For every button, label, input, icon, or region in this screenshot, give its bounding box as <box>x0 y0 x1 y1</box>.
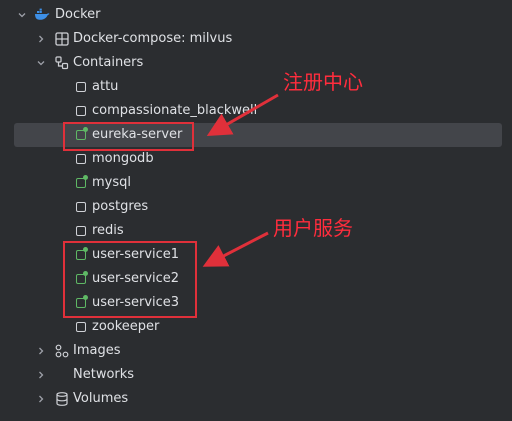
container-running-icon <box>76 130 86 140</box>
highlight-box-eureka <box>63 122 194 151</box>
containers-icon <box>54 55 70 71</box>
container-row[interactable]: redis <box>0 219 512 243</box>
container-name: attu <box>92 79 119 94</box>
tree-node-containers[interactable]: Containers <box>0 51 512 75</box>
running-status-dot <box>83 295 88 300</box>
tree-node-images[interactable]: Images <box>0 339 512 363</box>
container-row[interactable]: mongodb <box>0 147 512 171</box>
container-name: eureka-server <box>92 127 183 142</box>
tree-label-containers: Containers <box>73 55 144 70</box>
running-status-dot <box>83 247 88 252</box>
tree-label-compose: Docker-compose: milvus <box>73 31 233 46</box>
container-row[interactable]: zookeeper <box>0 315 512 339</box>
container-name: user-service2 <box>92 271 180 286</box>
running-status-dot <box>83 127 88 132</box>
tree-node-docker[interactable]: Docker <box>0 3 512 27</box>
container-row[interactable]: user-service3 <box>0 291 512 315</box>
running-status-dot <box>83 271 88 276</box>
tree-node-compose[interactable]: Docker-compose: milvus <box>0 27 512 51</box>
container-row[interactable]: compassionate_blackwell <box>0 99 512 123</box>
tree-node-volumes[interactable]: Volumes <box>0 387 512 411</box>
container-row[interactable]: user-service2 <box>0 267 512 291</box>
container-running-icon <box>76 298 86 308</box>
tree-label-networks: Networks <box>73 367 135 382</box>
images-icon <box>54 343 70 359</box>
tree-label-volumes: Volumes <box>73 391 129 406</box>
tree-label-docker: Docker <box>55 7 101 22</box>
container-row[interactable]: postgres <box>0 195 512 219</box>
container-stopped-icon <box>76 202 86 212</box>
container-name: compassionate_blackwell <box>92 103 258 118</box>
container-name: postgres <box>92 199 149 214</box>
volumes-icon <box>54 391 70 407</box>
chevron-right-icon[interactable] <box>33 343 49 359</box>
tree-label-images: Images <box>73 343 121 358</box>
compose-icon <box>54 31 70 47</box>
container-stopped-icon <box>76 82 86 92</box>
container-name: user-service3 <box>92 295 180 310</box>
chevron-right-icon[interactable] <box>33 391 49 407</box>
tree-node-networks[interactable]: Networks <box>0 363 512 387</box>
annotation-registry-center: 注册中心 <box>283 70 363 94</box>
chevron-right-icon[interactable] <box>33 31 49 47</box>
docker-icon <box>34 7 50 23</box>
chevron-down-icon[interactable] <box>33 55 49 71</box>
container-stopped-icon <box>76 154 86 164</box>
container-running-icon <box>76 274 86 284</box>
container-stopped-icon <box>76 106 86 116</box>
container-row[interactable]: user-service1 <box>0 243 512 267</box>
container-name: zookeeper <box>92 319 160 334</box>
running-status-dot <box>83 175 88 180</box>
highlight-box-user-services <box>63 241 197 318</box>
container-running-icon <box>76 178 86 188</box>
container-name: redis <box>92 223 124 238</box>
container-row[interactable]: attu <box>0 75 512 99</box>
container-stopped-icon <box>76 322 86 332</box>
annotation-user-services: 用户服务 <box>273 216 353 240</box>
container-name: mysql <box>92 175 131 190</box>
container-row[interactable]: mysql <box>0 171 512 195</box>
chevron-down-icon[interactable] <box>14 7 30 23</box>
container-stopped-icon <box>76 226 86 236</box>
chevron-right-icon[interactable] <box>33 367 49 383</box>
container-running-icon <box>76 250 86 260</box>
container-name: mongodb <box>92 151 154 166</box>
container-name: user-service1 <box>92 247 180 262</box>
